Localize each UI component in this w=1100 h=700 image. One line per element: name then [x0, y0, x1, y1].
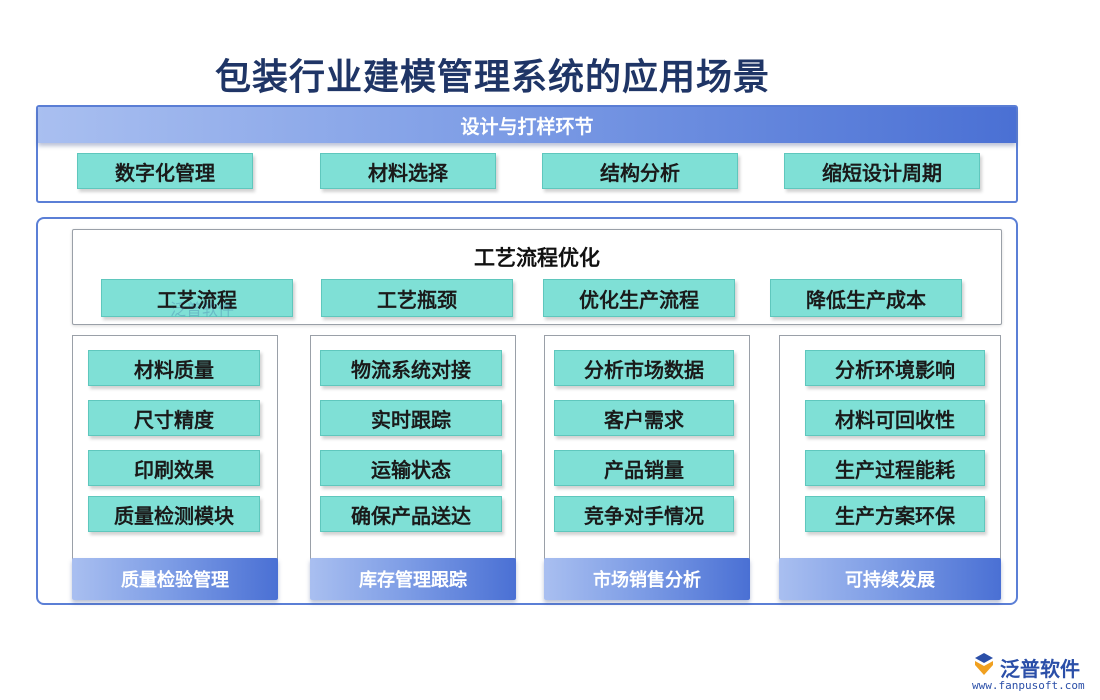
design-item-digital-management: 数字化管理: [77, 153, 253, 189]
market-item-data: 分析市场数据: [554, 350, 734, 386]
watermark: 泛普软件: [170, 300, 235, 319]
design-item-shorten-cycle: 缩短设计周期: [784, 153, 980, 189]
design-item-material-selection: 材料选择: [320, 153, 496, 189]
logo-name: 泛普软件: [1000, 657, 1080, 681]
inventory-item-tracking: 实时跟踪: [320, 400, 502, 436]
logo-url: www.fanpusoft.com: [972, 679, 1085, 692]
fanpu-logo: 泛普软件 www.fanpusoft.com: [972, 651, 1092, 693]
sustainability-column-footer: 可持续发展: [779, 558, 1001, 600]
craft-item-reduce-cost: 降低生产成本: [770, 279, 962, 317]
sustainability-item-recyclable: 材料可回收性: [805, 400, 985, 436]
inventory-item-delivery: 确保产品送达: [320, 496, 502, 532]
market-column-footer: 市场销售分析: [544, 558, 750, 600]
quality-item-material: 材料质量: [88, 350, 260, 386]
craft-item-bottleneck: 工艺瓶颈: [321, 279, 513, 317]
design-section-header: 设计与打样环节: [38, 107, 1016, 143]
quality-column: 材料质量 尺寸精度 印刷效果 质量检测模块 质量检验管理: [72, 335, 278, 600]
quality-item-size: 尺寸精度: [88, 400, 260, 436]
quality-column-footer: 质量检验管理: [72, 558, 278, 600]
market-item-competitors: 竞争对手情况: [554, 496, 734, 532]
inventory-item-transport: 运输状态: [320, 450, 502, 486]
inventory-column-footer: 库存管理跟踪: [310, 558, 516, 600]
quality-item-print: 印刷效果: [88, 450, 260, 486]
market-column: 分析市场数据 客户需求 产品销量 竞争对手情况 市场销售分析: [544, 335, 750, 600]
fanpu-logo-icon: [975, 653, 993, 675]
market-item-demand: 客户需求: [554, 400, 734, 436]
craft-item-optimize-flow: 优化生产流程: [543, 279, 735, 317]
market-item-sales: 产品销量: [554, 450, 734, 486]
main-section: 工艺流程优化 工艺流程 工艺瓶颈 优化生产流程 降低生产成本 材料质量 尺寸精度…: [36, 217, 1018, 605]
design-section: 设计与打样环节 数字化管理 材料选择 结构分析 缩短设计周期: [36, 105, 1018, 203]
craft-section-title: 工艺流程优化: [474, 246, 600, 270]
inventory-item-logistics: 物流系统对接: [320, 350, 502, 386]
sustainability-column: 分析环境影响 材料可回收性 生产过程能耗 生产方案环保 可持续发展: [779, 335, 1001, 600]
design-item-structure-analysis: 结构分析: [542, 153, 738, 189]
sustainability-item-eco-plan: 生产方案环保: [805, 496, 985, 532]
inventory-column: 物流系统对接 实时跟踪 运输状态 确保产品送达 库存管理跟踪: [310, 335, 516, 600]
craft-section: 工艺流程优化 工艺流程 工艺瓶颈 优化生产流程 降低生产成本: [72, 229, 1002, 325]
sustainability-item-energy: 生产过程能耗: [805, 450, 985, 486]
quality-item-detect: 质量检测模块: [88, 496, 260, 532]
page-title: 包装行业建模管理系统的应用场景: [215, 57, 771, 98]
sustainability-item-environment: 分析环境影响: [805, 350, 985, 386]
craft-item-process: 工艺流程: [101, 279, 293, 317]
